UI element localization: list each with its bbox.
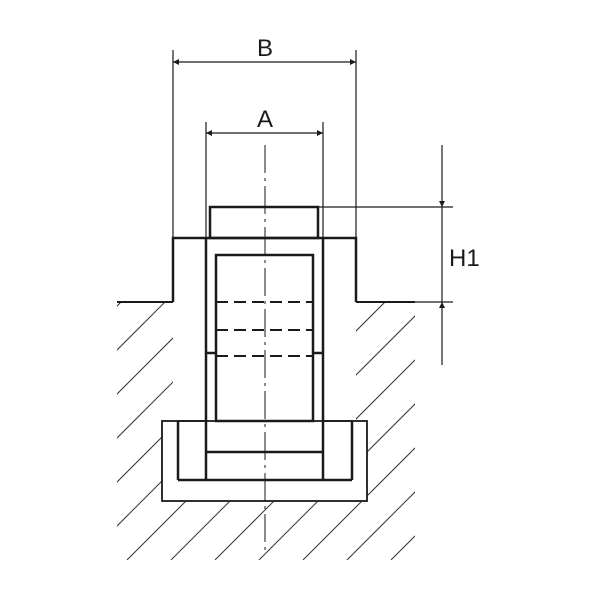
dimension-b-label: B: [257, 35, 273, 62]
hatch-line: [390, 302, 415, 560]
hatch-line: [117, 302, 166, 560]
ground-hatching: [0, 302, 600, 560]
hidden-lines: [216, 301, 313, 357]
hatch-line: [117, 302, 342, 560]
top-cap: [208, 205, 320, 240]
hatch-line: [117, 302, 122, 560]
dimension-a-label: A: [257, 106, 273, 133]
hatch-line: [117, 302, 210, 560]
hatch-line: [126, 302, 386, 560]
hatch-line: [346, 302, 415, 560]
hatch-line: [0, 302, 77, 560]
hatch-line: [258, 302, 415, 560]
hatch-line: [302, 302, 415, 560]
dimension-h1-label: H1: [449, 245, 480, 272]
hatch-line: [214, 302, 415, 560]
hatch-line: [117, 302, 298, 560]
dimension-lines: [172, 50, 453, 365]
hatch-line: [435, 302, 600, 560]
hatch-line: [170, 302, 415, 560]
